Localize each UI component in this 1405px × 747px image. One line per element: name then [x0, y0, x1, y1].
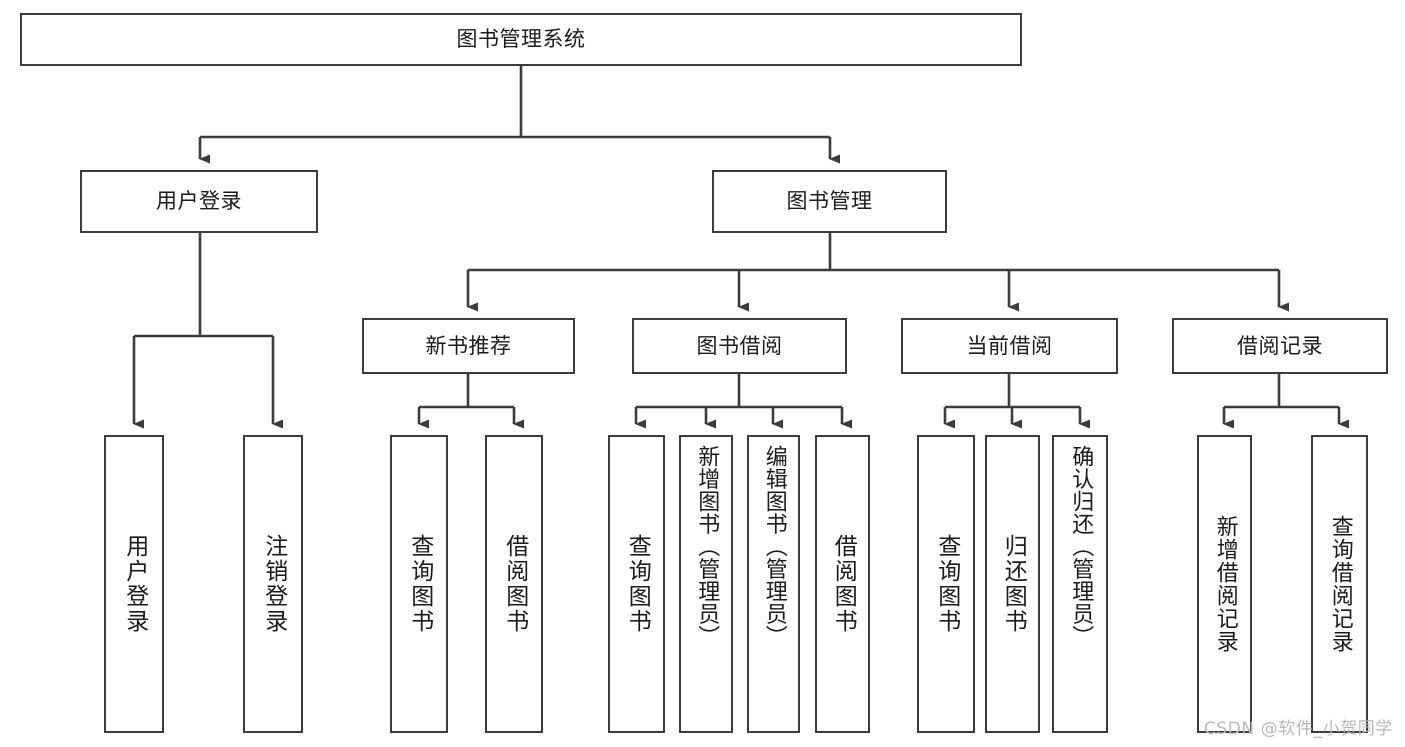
node-leaf-return-book[interactable]: 归还图书 — [985, 435, 1040, 733]
watermark: CSDN @软件_小贺同学 — [1203, 719, 1393, 739]
node-user-login-label: 用户登录 — [156, 189, 242, 214]
node-leaf-confirm-return-label: 确认归还（管理员） — [1068, 445, 1094, 648]
node-new-book-recommend[interactable]: 新书推荐 — [362, 318, 575, 374]
node-leaf-add-record-label: 新增借阅记录 — [1212, 515, 1238, 653]
node-leaf-logout-login[interactable]: 注销登录 — [243, 435, 303, 733]
node-leaf-confirm-return[interactable]: 确认归还（管理员） — [1052, 435, 1108, 733]
node-leaf-edit-book[interactable]: 编辑图书（管理员） — [747, 435, 800, 733]
node-leaf-user-login[interactable]: 用户登录 — [104, 435, 164, 733]
node-borrow-record-label: 借阅记录 — [1237, 333, 1323, 358]
node-leaf-borrow-book-1[interactable]: 借阅图书 — [485, 435, 543, 733]
node-leaf-borrow-book-2[interactable]: 借阅图书 — [815, 435, 870, 733]
node-leaf-borrow-book-2-label: 借阅图书 — [830, 534, 857, 634]
node-book-management-label: 图书管理 — [786, 189, 873, 214]
node-leaf-logout-login-label: 注销登录 — [260, 534, 287, 634]
node-root[interactable]: 图书管理系统 — [20, 13, 1022, 66]
node-leaf-query-book-3-label: 查询图书 — [933, 534, 960, 634]
node-leaf-query-book-1[interactable]: 查询图书 — [390, 435, 448, 733]
node-leaf-borrow-book-1-label: 借阅图书 — [501, 534, 528, 634]
node-leaf-query-book-2-label: 查询图书 — [624, 534, 651, 634]
node-book-management[interactable]: 图书管理 — [712, 170, 947, 233]
node-leaf-add-book[interactable]: 新增图书（管理员） — [679, 435, 733, 733]
node-leaf-add-book-label: 新增图书（管理员） — [694, 445, 720, 648]
node-current-borrow-label: 当前借阅 — [966, 333, 1053, 358]
node-current-borrow[interactable]: 当前借阅 — [901, 318, 1118, 374]
node-new-book-recommend-label: 新书推荐 — [425, 333, 512, 358]
node-leaf-user-login-label: 用户登录 — [121, 534, 148, 634]
node-user-login[interactable]: 用户登录 — [80, 170, 318, 233]
node-leaf-query-record[interactable]: 查询借阅记录 — [1311, 435, 1368, 733]
node-leaf-return-book-label: 归还图书 — [1000, 534, 1027, 634]
node-borrow-record[interactable]: 借阅记录 — [1172, 318, 1388, 374]
node-leaf-edit-book-label: 编辑图书（管理员） — [761, 445, 787, 648]
node-leaf-query-book-2[interactable]: 查询图书 — [608, 435, 665, 733]
node-root-label: 图书管理系统 — [456, 27, 586, 52]
node-book-borrow-label: 图书借阅 — [696, 333, 783, 358]
node-leaf-add-record[interactable]: 新增借阅记录 — [1197, 435, 1252, 733]
node-leaf-query-book-1-label: 查询图书 — [406, 534, 433, 634]
node-leaf-query-book-3[interactable]: 查询图书 — [917, 435, 975, 733]
node-leaf-query-record-label: 查询借阅记录 — [1327, 515, 1353, 653]
node-book-borrow[interactable]: 图书借阅 — [632, 318, 847, 374]
